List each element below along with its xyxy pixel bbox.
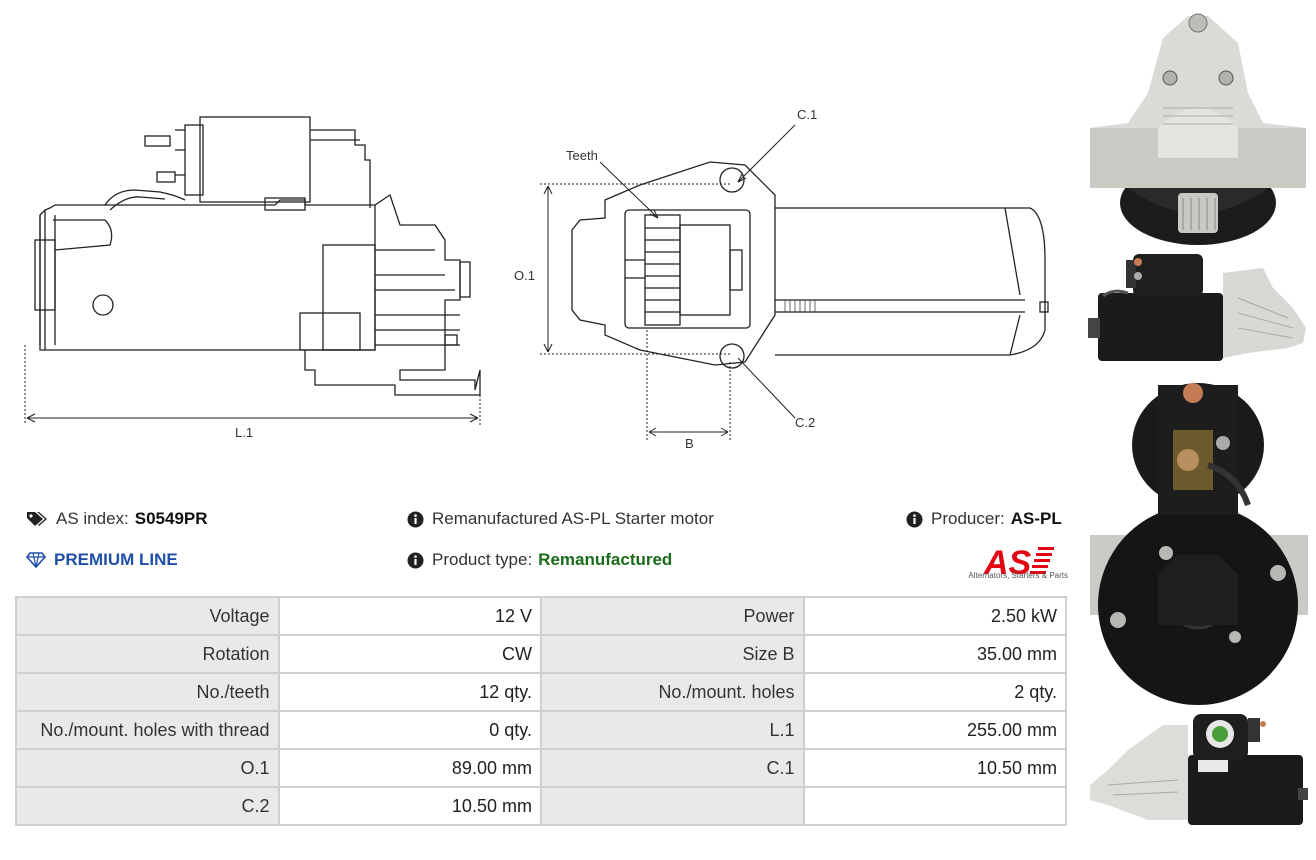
spec-value: 2 qty. (802, 672, 1068, 712)
diamond-icon (26, 552, 46, 568)
b-label: B (685, 436, 694, 451)
spec-value: CW (277, 634, 542, 674)
info-circle-icon (407, 552, 424, 568)
description-text: Remanufactured AS-PL Starter motor (432, 509, 714, 528)
spec-key (539, 786, 805, 826)
spec-value: 12 qty. (277, 672, 542, 712)
spec-key: C.2 (15, 786, 280, 826)
product-photo-rear[interactable] (1088, 375, 1310, 705)
product-photo-side-label[interactable] (1088, 710, 1310, 830)
as-pl-logo: AS (983, 544, 1054, 582)
product-photo-front[interactable] (1088, 8, 1310, 248)
spec-value: 89.00 mm (277, 748, 542, 788)
logo-text: AS (983, 544, 1032, 582)
product-photo-side[interactable] (1088, 248, 1310, 368)
spec-value: 10.50 mm (802, 748, 1068, 788)
info-circle-icon (407, 511, 424, 527)
producer: Producer: AS-PL (906, 509, 1062, 529)
table-row: Voltage 12 V Power 2.50 kW (15, 596, 1068, 636)
c2-label: C.2 (795, 415, 815, 430)
spec-value: 10.50 mm (277, 786, 542, 826)
product-type-label: Product type: (432, 550, 533, 569)
spec-value: 12 V (277, 596, 542, 636)
info-circle-icon (906, 511, 923, 527)
spec-value: 0 qty. (277, 710, 542, 750)
producer-label: Producer: (931, 509, 1005, 528)
l1-label: L.1 (235, 425, 253, 440)
table-row: C.2 10.50 mm (15, 786, 1068, 826)
producer-value: AS-PL (1010, 509, 1062, 528)
brand-tagline: Alternators, Starters & Parts (968, 571, 1068, 580)
spec-value: 255.00 mm (802, 710, 1068, 750)
spec-value: 2.50 kW (802, 596, 1068, 636)
table-row: O.1 89.00 mm C.1 10.50 mm (15, 748, 1068, 788)
spec-key: No./teeth (15, 672, 280, 712)
table-row: No./mount. holes with thread 0 qty. L.1 … (15, 710, 1068, 750)
o1-label: O.1 (514, 268, 535, 283)
side-view-drawing: L.1 (24, 116, 481, 440)
spec-value: 35.00 mm (802, 634, 1068, 674)
table-row: No./teeth 12 qty. No./mount. holes 2 qty… (15, 672, 1068, 712)
spec-table: Voltage 12 V Power 2.50 kW Rotation CW S… (15, 596, 1068, 826)
table-row: Rotation CW Size B 35.00 mm (15, 634, 1068, 674)
premium-line-label: PREMIUM LINE (54, 550, 178, 569)
c1-label: C.1 (797, 107, 817, 122)
tags-icon (27, 512, 47, 526)
teeth-label: Teeth (566, 148, 598, 163)
product-type: Product type: Remanufactured (407, 550, 672, 570)
spec-key: Rotation (15, 634, 280, 674)
spec-key: Voltage (15, 596, 280, 636)
spec-key: Size B (539, 634, 805, 674)
spec-value (802, 786, 1068, 826)
premium-line: PREMIUM LINE (26, 550, 178, 570)
as-index-value: S0549PR (134, 509, 208, 528)
spec-key: No./mount. holes (539, 672, 805, 712)
spec-key: O.1 (15, 748, 280, 788)
product-type-value: Remanufactured (538, 550, 673, 569)
spec-key: C.1 (539, 748, 805, 788)
spec-key: No./mount. holes with thread (15, 710, 280, 750)
spec-key: Power (539, 596, 805, 636)
front-view-drawing: C.1 Teeth O.1 C.2 B (514, 107, 1049, 451)
as-index-label: AS index: (56, 509, 129, 528)
as-index: AS index: S0549PR (26, 509, 208, 529)
description: Remanufactured AS-PL Starter motor (407, 509, 714, 529)
spec-key: L.1 (539, 710, 805, 750)
